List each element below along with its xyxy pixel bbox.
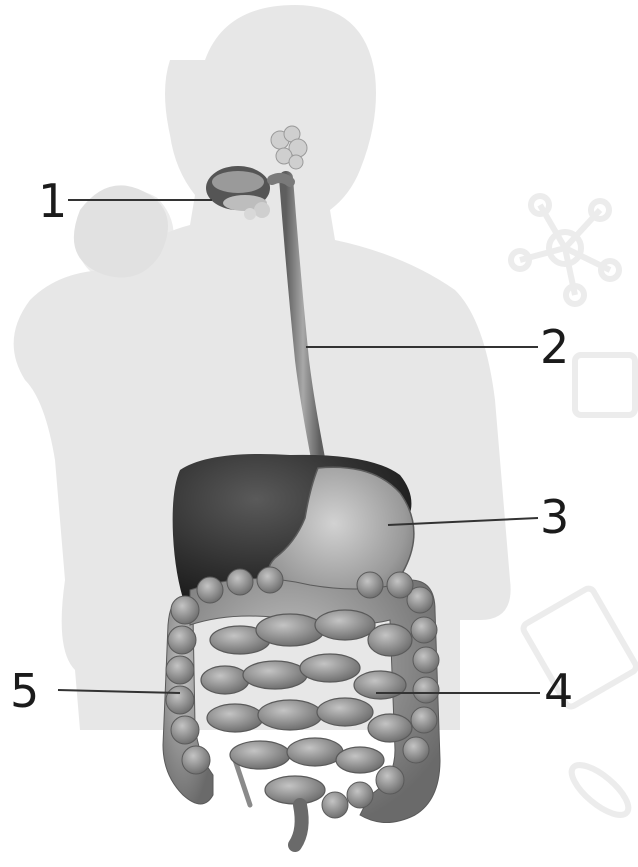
document-icon <box>521 586 638 708</box>
label-3: 3 <box>540 494 569 540</box>
label-1: 1 <box>38 178 67 224</box>
label-2: 2 <box>540 324 569 370</box>
molecule-icon <box>511 196 619 304</box>
atom-icon <box>564 757 636 823</box>
label-5: 5 <box>10 668 39 714</box>
chart-icon <box>575 355 635 415</box>
label-4: 4 <box>544 668 573 714</box>
